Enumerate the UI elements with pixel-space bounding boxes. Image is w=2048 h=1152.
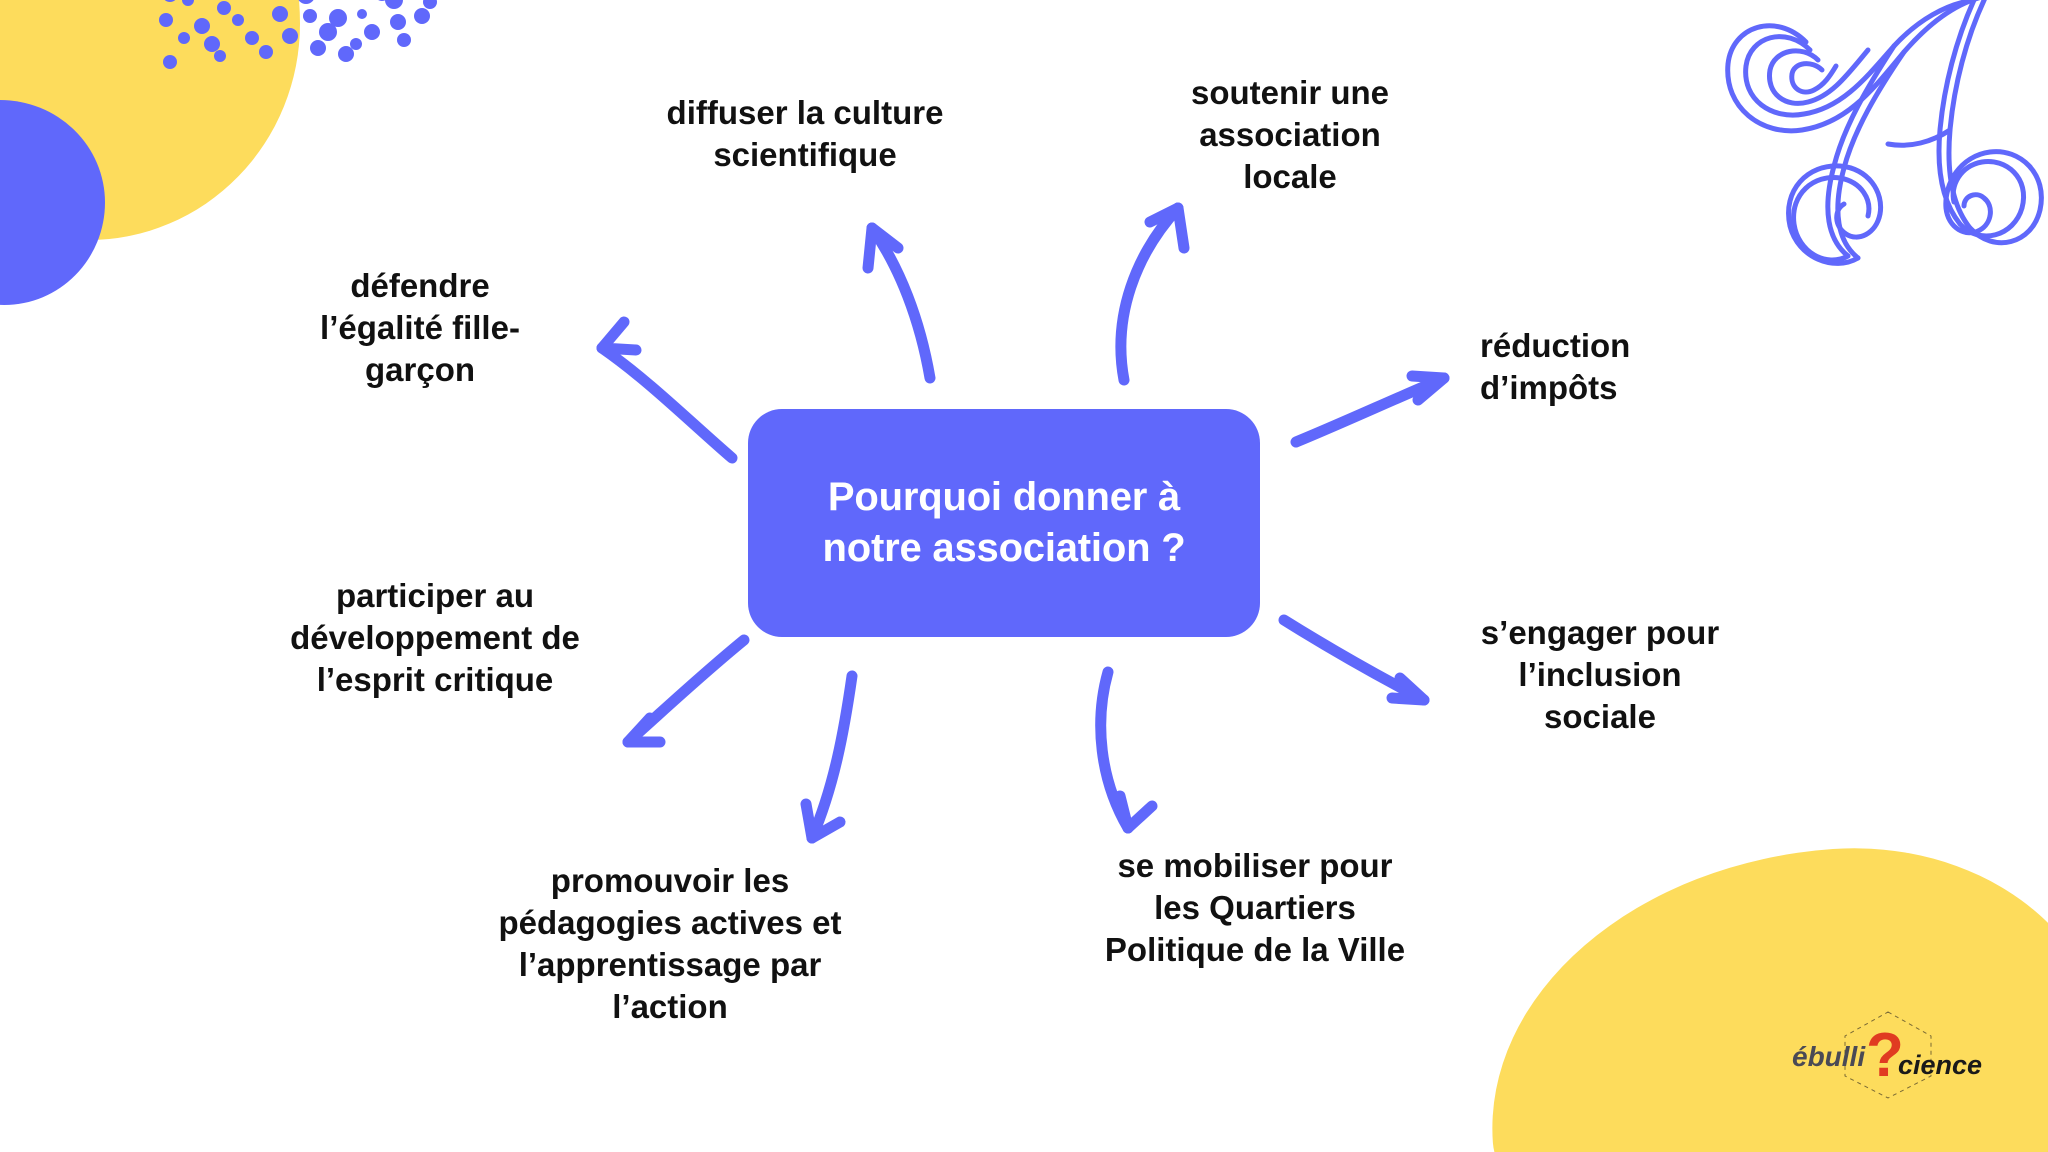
logo-hexagon-outline [1844, 1011, 1932, 1099]
node-label-diffuser-culture-scientifique: diffuser la culture scientifique [666, 94, 944, 173]
arrow-to-promouvoir [800, 670, 858, 844]
node-label-soutenir-association-locale: soutenir une association locale [1190, 74, 1390, 195]
logo-text-left: ébulli [1792, 1041, 1866, 1072]
arrow-to-defendre [596, 316, 738, 464]
node-label-engager-inclusion-sociale: s’engager pour l’inclusion sociale [1480, 614, 1720, 735]
arrow-to-mobiliser [1095, 666, 1158, 834]
arrow-to-participer [622, 634, 750, 748]
node-label-reduction-impots: réduction d’impôts [1480, 327, 1631, 406]
arrow-to-soutenir [1115, 202, 1190, 386]
arrow-to-engager [1278, 614, 1430, 706]
arrow-to-diffuser [862, 222, 936, 384]
node-label-defendre-egalite-fille-garcon: défendre l’égalité fille- garçon [320, 267, 520, 388]
node-label-promouvoir-pedagogies-actives: promouvoir les pédagogies actives et l’a… [498, 862, 842, 1025]
arrow-to-reduction [1290, 370, 1450, 448]
center-node-text: Pourquoi donner à notre association ? [822, 474, 1186, 570]
node-label-participer-esprit-critique: participer au développement de l’esprit … [290, 577, 580, 698]
logo-question-mark: ? [1866, 1021, 1904, 1090]
ebulliscience-logo: ébulli ? cience [1792, 1011, 1982, 1099]
center-node: Pourquoi donner à notre association ? [748, 409, 1260, 637]
node-label-mobiliser-quartiers-politique-ville: se mobiliser pour les Quartiers Politiqu… [1104, 847, 1406, 968]
logo-text-right: cience [1898, 1050, 1982, 1080]
